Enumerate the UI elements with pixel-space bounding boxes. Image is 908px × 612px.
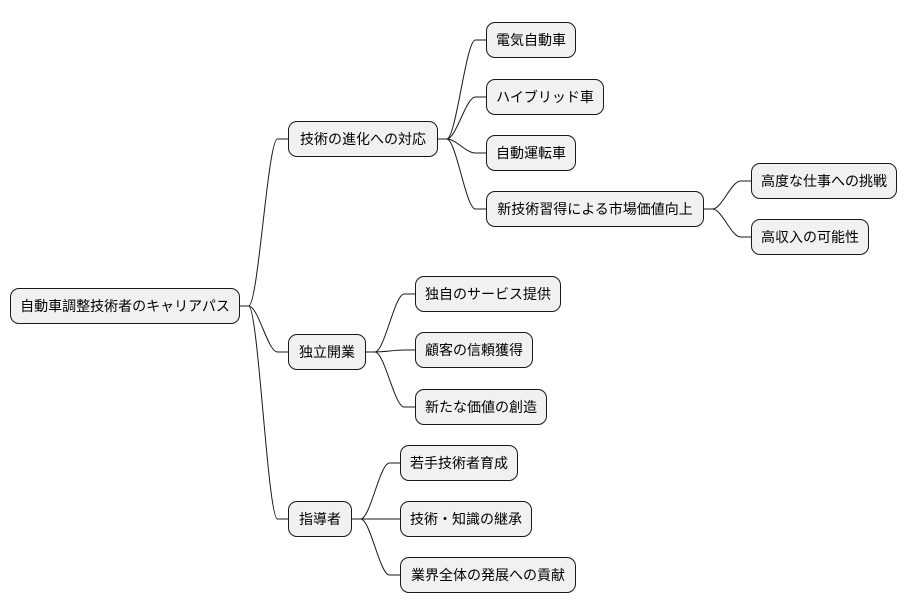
connector-tech-newtech [438, 138, 486, 210]
leaf-node-knowledge-transfer: 技術・知識の継承 [400, 501, 532, 537]
subbranch-node-new-tech-market-value: 新技術習得による市場価値向上 [486, 191, 704, 227]
leaf-node-industry-contribution: 業界全体の発展への貢献 [400, 557, 576, 593]
leaf-node-train-young-technicians: 若手技術者育成 [400, 445, 518, 481]
leaf-node-advanced-work-challenge: 高度な仕事への挑戦 [751, 163, 897, 199]
leaf-node-own-service: 独自のサービス提供 [415, 276, 561, 312]
connector-newtech-income [704, 208, 751, 238]
leaf-node-hybrid-vehicle: ハイブリッド車 [486, 79, 604, 115]
branch-node-independent-business: 独立開業 [288, 334, 366, 370]
leaf-node-high-income-possibility: 高収入の可能性 [751, 219, 869, 255]
connector-mentor-industry [352, 518, 400, 576]
branch-node-tech-evolution: 技術の進化への対応 [288, 121, 438, 157]
connector-tech-autonomous [438, 138, 486, 154]
branch-node-mentor: 指導者 [288, 501, 352, 537]
connector-newtech-advanced [704, 180, 751, 210]
leaf-node-customer-trust: 顧客の信頼獲得 [415, 332, 533, 368]
connector-root-mentor [240, 305, 288, 520]
leaf-node-new-value-creation: 新たな価値の創造 [415, 389, 547, 425]
root-node: 自動車調整技術者のキャリアパス [10, 288, 240, 324]
connector-root-tech [240, 138, 288, 307]
connector-mentor-young [352, 462, 400, 520]
connector-tech-ev [438, 39, 486, 140]
connector-root-indep [240, 305, 288, 353]
connector-tech-hybrid [438, 96, 486, 140]
leaf-node-electric-vehicle: 電気自動車 [486, 22, 576, 58]
connector-indep-value [366, 351, 415, 408]
leaf-node-autonomous-vehicle: 自動運転車 [486, 135, 576, 171]
connector-indep-own [366, 293, 415, 353]
